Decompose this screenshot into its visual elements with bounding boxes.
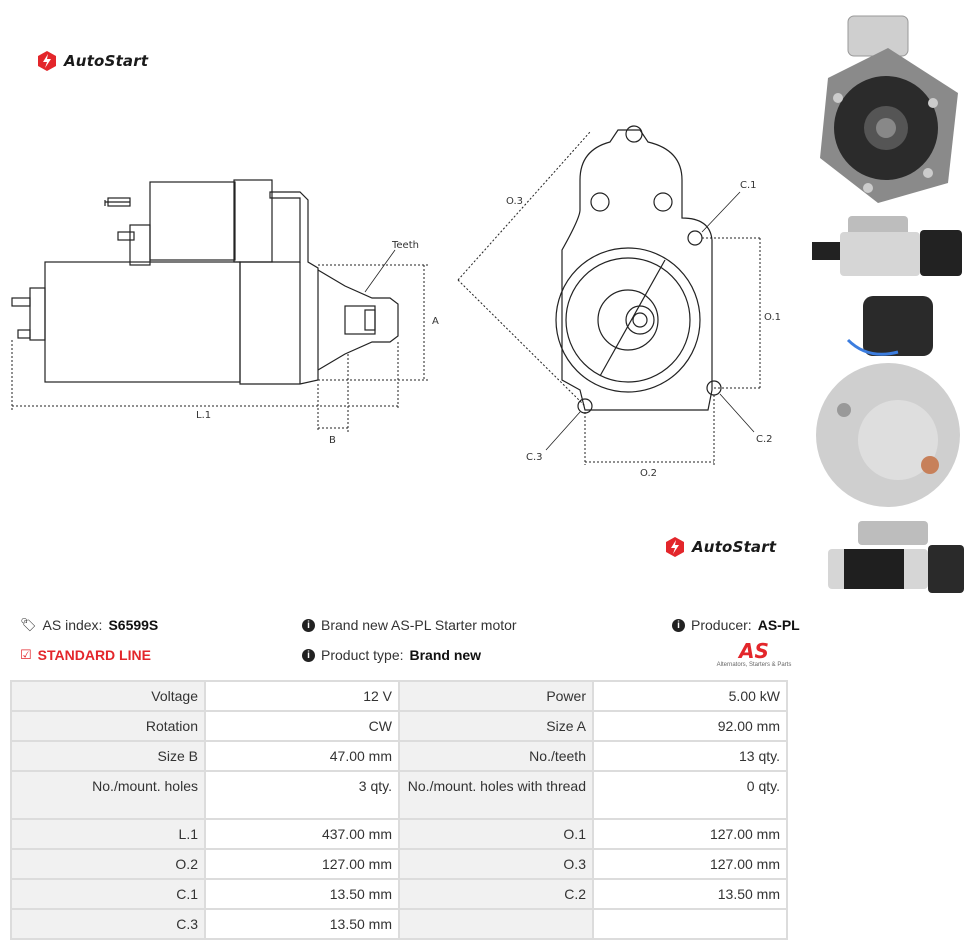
info-icon: i xyxy=(302,618,315,632)
spec-value: 127.00 mm xyxy=(592,818,788,850)
spec-key: O.1 xyxy=(398,818,594,850)
brand-logo-text: AutoStart xyxy=(64,52,149,70)
brand-logo-icon xyxy=(38,51,56,71)
spec-value: 0 qty. xyxy=(592,770,788,820)
as-index-label: AS index: xyxy=(42,617,103,633)
as-pl-logo: AS Alternators, Starters & Parts xyxy=(716,640,792,672)
spec-value: 127.00 mm xyxy=(592,848,788,880)
spec-value: 5.00 kW xyxy=(592,680,788,712)
spec-value: 13 qty. xyxy=(592,740,788,772)
spec-key: Power xyxy=(398,680,594,712)
spec-value: 437.00 mm xyxy=(204,818,400,850)
product-description: i Brand new AS-PL Starter motor xyxy=(302,617,517,633)
product-photo-rear[interactable] xyxy=(808,290,968,510)
label-teeth: Teeth xyxy=(391,240,419,251)
label-c2: C.2 xyxy=(756,434,773,445)
spec-key: Voltage xyxy=(10,680,206,712)
tags-icon: 🏷 xyxy=(20,617,37,632)
spec-key: Size B xyxy=(10,740,206,772)
product-photo-front[interactable] xyxy=(808,8,968,204)
starter-side-2-image xyxy=(808,515,968,601)
standard-line: ☑ STANDARD LINE xyxy=(20,647,151,663)
spec-key: C.1 xyxy=(10,878,206,910)
spec-value: 12 V xyxy=(204,680,400,712)
spec-key xyxy=(398,908,594,940)
product-photo-side[interactable] xyxy=(808,206,968,284)
spec-key: L.1 xyxy=(10,818,206,850)
starter-rear-image xyxy=(808,290,968,510)
spec-value: 3 qty. xyxy=(204,770,400,820)
spec-value: 127.00 mm xyxy=(204,848,400,880)
spec-value: 92.00 mm xyxy=(592,710,788,742)
brand-logo-icon xyxy=(666,537,684,557)
spec-key: O.2 xyxy=(10,848,206,880)
brand-logo-top: AutoStart xyxy=(36,50,148,72)
spec-value: 13.50 mm xyxy=(204,908,400,940)
spec-key: No./mount. holes with thread xyxy=(398,770,594,820)
as-index: 🏷 AS index: S6599S xyxy=(20,617,158,633)
as-pl-logo-text: AS xyxy=(739,639,769,663)
side-view-drawing: Teeth A L.1 B xyxy=(11,179,439,446)
product-type-value: Brand new xyxy=(409,647,482,663)
info-icon: i xyxy=(302,648,315,662)
brand-logo-text: AutoStart xyxy=(692,538,777,556)
product-type-label: Product type: xyxy=(321,647,404,663)
spec-value: 47.00 mm xyxy=(204,740,400,772)
label-c3: C.3 xyxy=(526,452,543,463)
spec-key: Rotation xyxy=(10,710,206,742)
spec-key: No./teeth xyxy=(398,740,594,772)
as-index-value: S6599S xyxy=(108,617,159,633)
info-icon: i xyxy=(672,618,685,632)
label-o2: O.2 xyxy=(640,468,657,479)
starter-front-image xyxy=(808,8,968,204)
spec-key: Size A xyxy=(398,710,594,742)
label-c1: C.1 xyxy=(740,180,757,191)
product-description-text: Brand new AS-PL Starter motor xyxy=(321,617,517,633)
spec-key: No./mount. holes xyxy=(10,770,206,820)
spec-key: C.2 xyxy=(398,878,594,910)
label-b: B xyxy=(329,435,336,446)
standard-line-label: STANDARD LINE xyxy=(37,647,151,663)
label-a: A xyxy=(432,316,439,327)
label-o1: O.1 xyxy=(764,312,781,323)
spec-value: 13.50 mm xyxy=(204,878,400,910)
spec-value: 13.50 mm xyxy=(592,878,788,910)
producer-label: Producer: xyxy=(691,617,752,633)
as-pl-logo-tagline: Alternators, Starters & Parts xyxy=(716,662,792,668)
label-o3: O.3 xyxy=(506,196,523,207)
producer-value: AS-PL xyxy=(757,617,800,633)
spec-value xyxy=(592,908,788,940)
producer: i Producer: AS-PL xyxy=(672,617,800,633)
spec-key: O.3 xyxy=(398,848,594,880)
check-square-icon: ☑ xyxy=(20,647,32,662)
spec-key: C.3 xyxy=(10,908,206,940)
brand-logo-bottom: AutoStart xyxy=(664,536,776,558)
front-view-drawing: O.3 C.1 O.1 C.2 C.3 O.2 xyxy=(457,125,781,479)
product-type: i Product type: Brand new xyxy=(302,647,481,663)
label-l1: L.1 xyxy=(196,410,211,421)
product-photo-side-2[interactable] xyxy=(808,515,968,601)
spec-value: CW xyxy=(204,710,400,742)
starter-side-image xyxy=(808,206,968,284)
